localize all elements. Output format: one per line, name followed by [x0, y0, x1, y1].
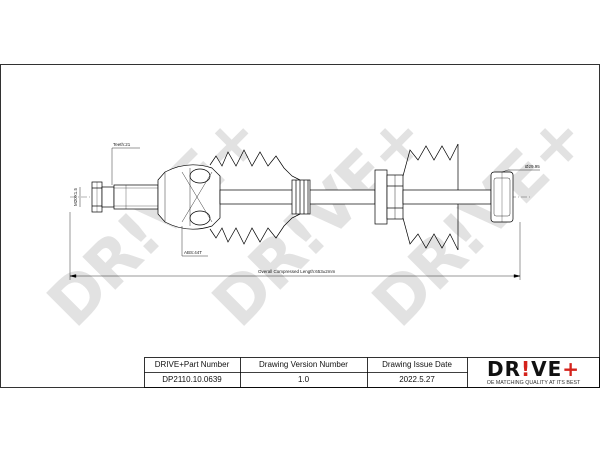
part-number-cell: DRIVE+Part Number DP2110.10.0639	[144, 357, 240, 387]
spline-dia-annotation: M20X1.5	[73, 187, 78, 206]
inner-shaft	[402, 189, 492, 205]
brand-logo: DR!VE+ OE MATCHING QUALITY AT ITS BEST	[467, 357, 600, 387]
right-dia-leader	[501, 169, 540, 173]
abs-leader	[181, 226, 208, 257]
outer-spline	[113, 184, 159, 210]
drive-shaft-assembly	[70, 143, 530, 251]
watermark-group: DR!VE+ DR!VE+ DR!VE+	[34, 101, 600, 342]
inner-bearing	[374, 169, 404, 225]
main-shaft	[219, 179, 376, 215]
logo-char: +	[562, 357, 581, 381]
issue-date-value: 2022.5.27	[399, 375, 435, 384]
arrow-left	[69, 274, 77, 278]
inner-tripod-end	[490, 171, 514, 223]
right-dia-annotation: Ø29.95	[525, 164, 540, 169]
outer-cv-joint	[157, 164, 221, 230]
arrow-right	[513, 274, 521, 278]
logo-char: D	[486, 357, 505, 381]
teeth-leader	[111, 147, 140, 185]
version-label: Drawing Version Number	[259, 360, 348, 369]
logo-wordmark: DR!VE+	[467, 357, 600, 381]
logo-char: !	[520, 357, 532, 381]
logo-tagline: OE MATCHING QUALITY AT ITS BEST	[486, 380, 581, 386]
version-cell: Drawing Version Number 1.0	[240, 357, 367, 387]
overall-length-annotation: Overall Compressed Length:653±2mm	[258, 269, 336, 274]
outer-boot	[209, 149, 301, 245]
part-number-label: DRIVE+Part Number	[154, 360, 230, 369]
part-number-value: DP2110.10.0639	[162, 375, 222, 384]
logo-char: R	[504, 357, 521, 381]
teeth-annotation: Teeth:21	[113, 142, 131, 147]
logo-char: E	[547, 357, 563, 381]
logo-char: V	[531, 357, 548, 381]
abs-annotation: ABS:44T	[184, 250, 202, 255]
issue-date-cell: Drawing Issue Date 2022.5.27	[367, 357, 467, 387]
issue-date-label: Drawing Issue Date	[382, 360, 452, 369]
title-block: DRIVE+Part Number DP2110.10.0639 Drawing…	[144, 357, 600, 387]
left-nut	[91, 181, 103, 213]
left-stub	[101, 186, 115, 208]
version-value: 1.0	[297, 375, 310, 384]
dimension-lines	[69, 147, 540, 280]
